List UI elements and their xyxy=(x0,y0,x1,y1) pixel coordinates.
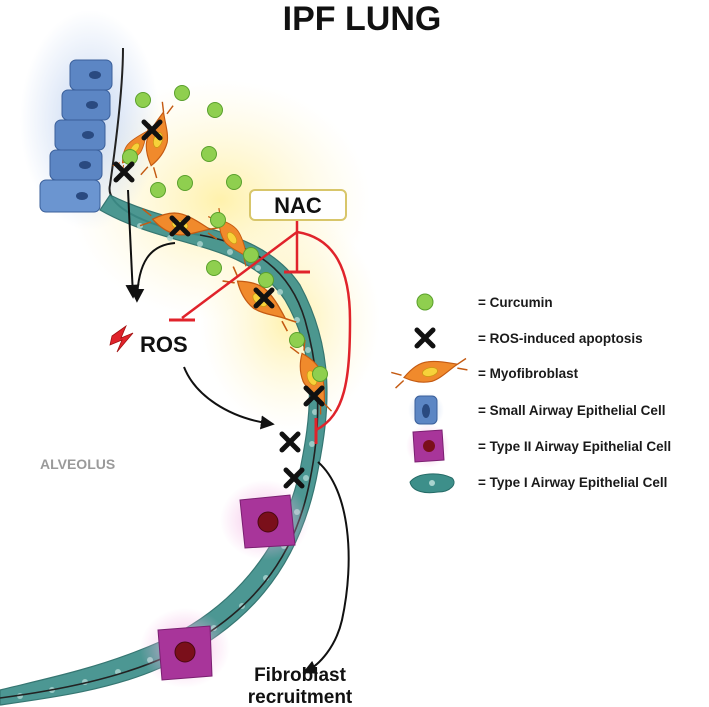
legend-label-type1: = Type I Airway Epithelial Cell xyxy=(478,475,667,490)
diagram-title: IPF LUNG xyxy=(283,0,442,38)
type1-epithelium-band xyxy=(0,194,328,706)
ros-group: ROS xyxy=(109,324,188,357)
apoptosis-x-icon xyxy=(417,330,433,346)
myofibroblast-icon xyxy=(389,353,470,390)
arrow-to-fibroblast-recruitment xyxy=(302,461,350,674)
legend-item-myofibroblast: = Myofibroblast xyxy=(389,353,579,390)
small-airway-epithelium xyxy=(39,59,113,213)
legend-label-myofibroblast: = Myofibroblast xyxy=(478,366,579,381)
type1-cell-icon xyxy=(409,473,455,494)
legend-item-type2: = Type II Airway Epithelial Cell xyxy=(406,424,671,468)
type2-cell-lower xyxy=(140,608,230,688)
legend-item-small-airway: = Small Airway Epithelial Cell xyxy=(408,392,665,428)
lightning-icon xyxy=(109,324,134,353)
legend-label-type2: = Type II Airway Epithelial Cell xyxy=(478,439,671,454)
small-airway-cell-icon xyxy=(408,392,444,428)
alveolus-label: ALVEOLUS xyxy=(40,456,115,472)
legend-label-small-airway: = Small Airway Epithelial Cell xyxy=(478,403,665,418)
nac-label: NAC xyxy=(274,193,322,218)
basement-membrane xyxy=(0,234,319,699)
ros-label: ROS xyxy=(140,332,188,357)
legend-label-apoptosis: = ROS-induced apoptosis xyxy=(478,331,643,346)
legend: = Curcumin = ROS-induced apoptosis = Myo… xyxy=(389,293,671,494)
type2-cell-icon xyxy=(406,424,450,468)
nac-box: NAC xyxy=(249,189,347,221)
nac-inhibition xyxy=(167,220,352,444)
legend-item-apoptosis: = ROS-induced apoptosis xyxy=(417,330,643,346)
fibroblast-label-line1: Fibroblast xyxy=(254,665,347,686)
type2-cell-upper xyxy=(220,480,310,560)
curcumin-dot-icon xyxy=(416,293,434,311)
arrow-ros-to-epithelium xyxy=(183,366,275,430)
legend-item-curcumin: = Curcumin xyxy=(416,293,553,311)
arrow-airway-to-ros xyxy=(125,189,140,299)
legend-item-type1: = Type I Airway Epithelial Cell xyxy=(409,473,667,494)
arrow-myofibroblast-to-ros xyxy=(130,242,176,303)
fibroblast-label-line2: recruitment xyxy=(248,687,353,707)
legend-label-curcumin: = Curcumin xyxy=(478,295,553,310)
